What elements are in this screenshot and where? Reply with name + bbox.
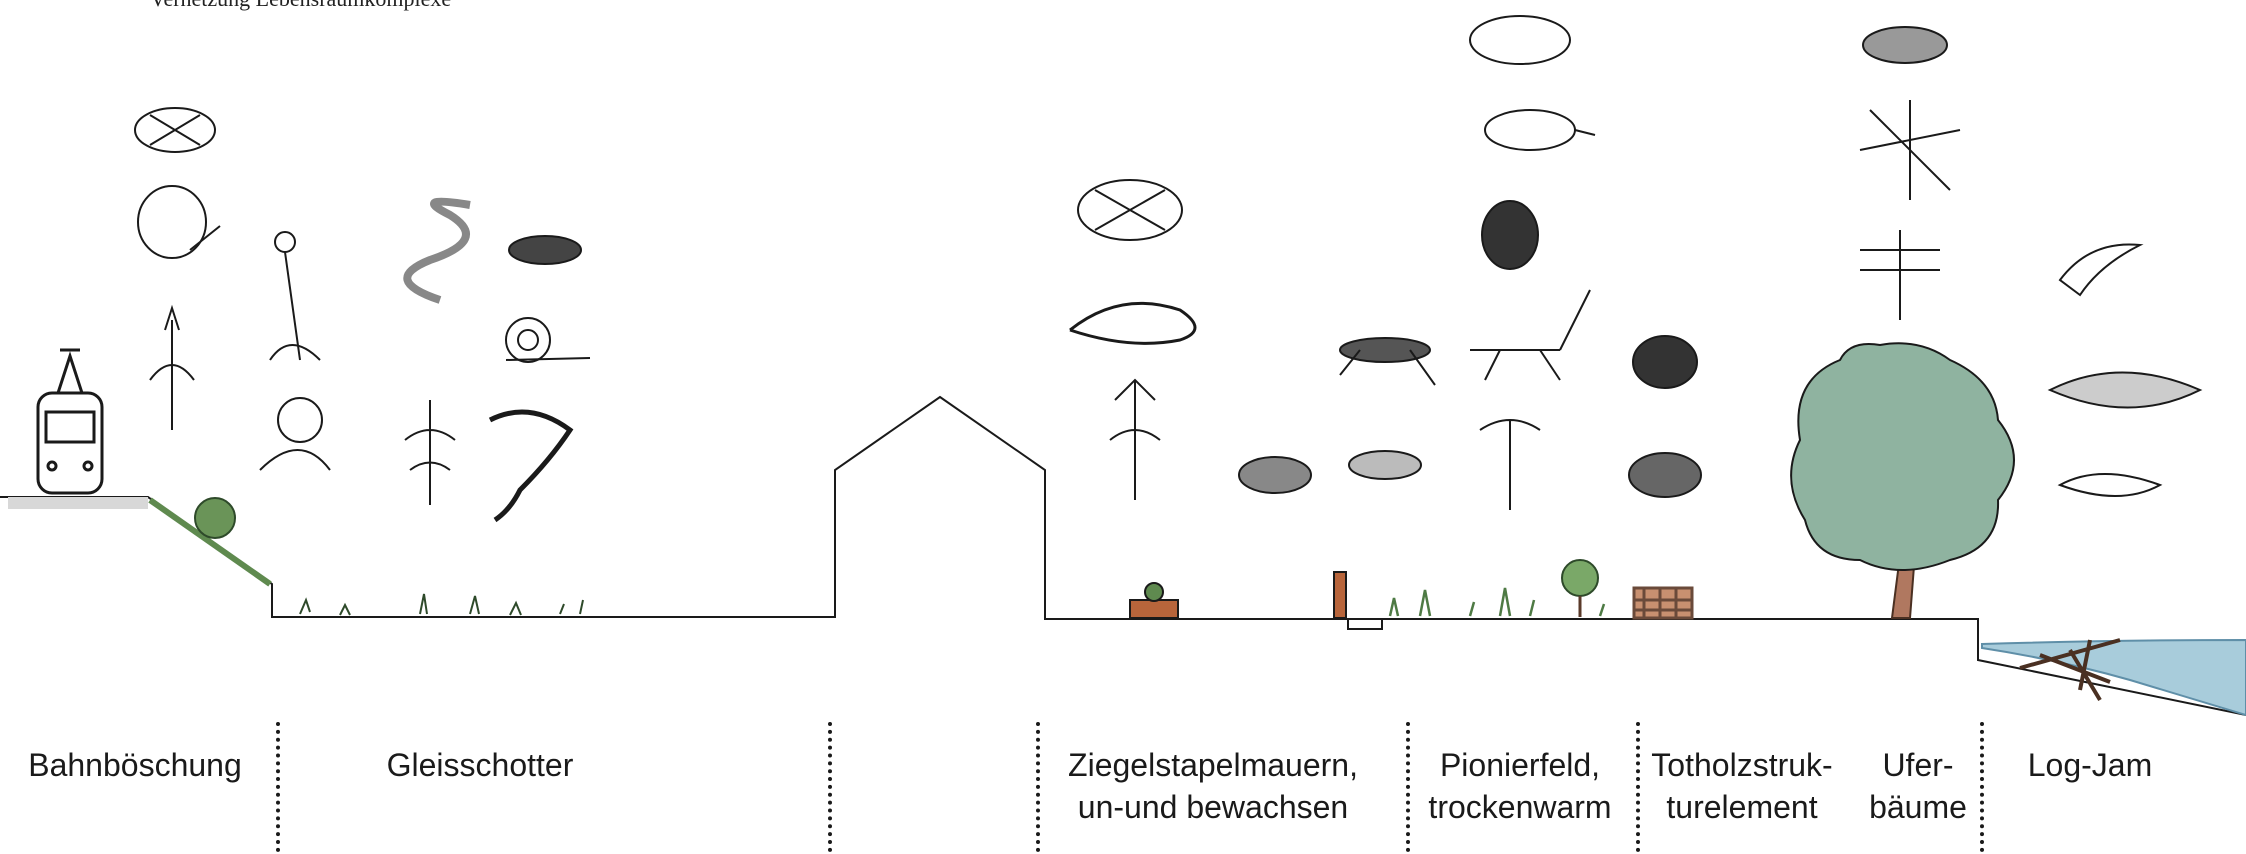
butterfly-checkered-icon	[135, 108, 215, 152]
lizard-wall-icon	[1070, 303, 1195, 343]
zone-label-ziegel: Ziegelstapelmauern, un-und bewachsen	[1038, 744, 1388, 828]
zone-label-line: Ufer-	[1856, 744, 1980, 786]
flower-bellflower-icon	[1110, 380, 1160, 500]
zone-label-bahnboeschung: Bahnböschung	[10, 744, 260, 786]
dragonfly-icon	[1860, 230, 1940, 320]
bee-small-icon	[1349, 451, 1421, 479]
tram-icon	[38, 350, 102, 493]
flower-yarrow-icon	[1480, 420, 1540, 510]
snake-icon	[407, 202, 470, 300]
tern-icon	[2060, 244, 2140, 295]
snail-icon	[506, 318, 590, 362]
water-body	[1982, 640, 2246, 715]
zone-divider	[1406, 722, 1410, 852]
butterfly-fritillary-icon	[1078, 180, 1182, 240]
zone-label-uferbaeume: Ufer- bäume	[1856, 744, 1980, 828]
small-shrub	[1562, 560, 1598, 596]
zone-label-line: bäume	[1856, 786, 1980, 828]
zone-label-line: Ziegelstapelmauern,	[1038, 744, 1388, 786]
wasp-icon	[1340, 338, 1435, 385]
bee-large-icon	[1863, 27, 1947, 63]
zone-label-line: Log-Jam	[2000, 744, 2180, 786]
brick-column	[1334, 572, 1346, 618]
zone-label-line: turelement	[1642, 786, 1842, 828]
zone-label-line: Pionierfeld,	[1412, 744, 1628, 786]
deadwood-stack	[1634, 588, 1692, 618]
zone-label-line: Bahnböschung	[10, 744, 260, 786]
honeybee-icon	[1239, 457, 1311, 493]
moth-icon	[1470, 16, 1570, 64]
striped-beetle-icon	[1482, 201, 1538, 269]
flower-herb-icon	[405, 400, 455, 505]
zone-label-logjam: Log-Jam	[2000, 744, 2180, 786]
butterfly-blue-icon	[138, 186, 220, 258]
zone-divider	[1036, 722, 1040, 852]
zone-label-line: un-und bewachsen	[1038, 786, 1388, 828]
zone-label-pionierfeld: Pionierfeld, trockenwarm	[1412, 744, 1628, 828]
pike-fish-icon	[2050, 373, 2200, 408]
zone-label-line: trockenwarm	[1412, 786, 1628, 828]
hoverfly-icon	[1633, 336, 1697, 388]
zone-label-line: Totholzstruk-	[1642, 744, 1842, 786]
flower-dandelion-icon	[270, 232, 320, 360]
brick-wall-plant	[1145, 583, 1163, 601]
rail-gravel	[8, 497, 148, 509]
flower-rose-icon	[260, 398, 330, 470]
bumblebee-icon	[1629, 453, 1701, 497]
zone-divider	[1980, 722, 1984, 852]
longhorn-beetle-icon	[1860, 100, 1960, 200]
bee-icon	[509, 236, 581, 264]
brick-footing	[1348, 619, 1382, 629]
small-fish-icon	[2060, 474, 2160, 496]
zone-divider	[828, 722, 832, 852]
lizard-icon	[490, 412, 570, 520]
zone-divider	[276, 722, 280, 852]
zone-label-gleisschotter: Gleisschotter	[330, 744, 630, 786]
embankment-shrub	[195, 498, 235, 538]
zone-label-line: Gleisschotter	[330, 744, 630, 786]
goldfinch-icon	[1485, 110, 1595, 150]
grasshopper-icon	[1470, 290, 1590, 380]
zone-label-totholz: Totholzstruk- turelement	[1642, 744, 1842, 828]
brick-wall-planted	[1130, 600, 1178, 618]
ground-vegetation-left	[300, 594, 583, 615]
zone-divider	[1636, 722, 1640, 852]
flower-plantain-icon	[150, 308, 194, 430]
tree-crown-icon	[1791, 343, 2014, 570]
